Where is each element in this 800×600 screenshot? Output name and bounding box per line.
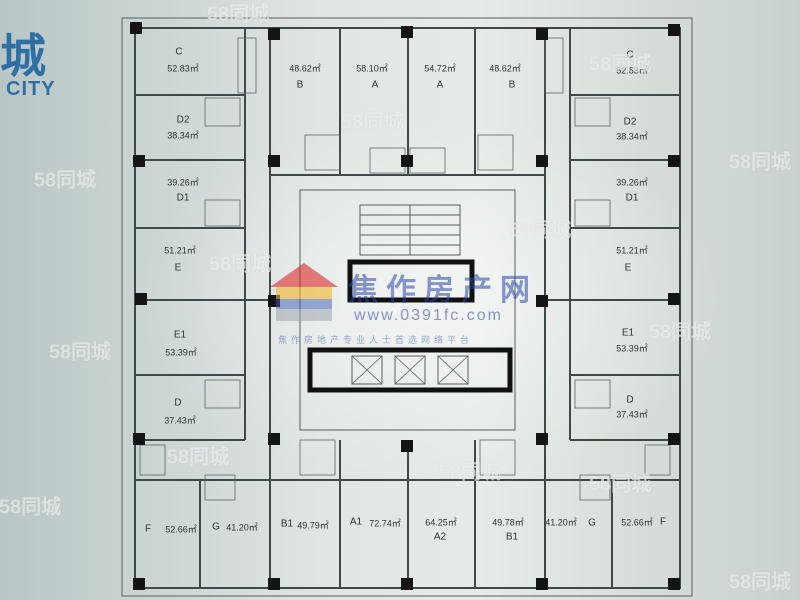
unit-area: 48.62㎡ — [289, 63, 321, 74]
watermark-58: 58同城 — [588, 53, 652, 76]
top-units-walls — [270, 28, 545, 176]
unit-letter: D2 — [623, 116, 637, 128]
core-top — [347, 259, 475, 303]
unit-area: 54.72㎡ — [424, 63, 456, 74]
logo-slogan: 焦作房地产专业人士首选网络平台 — [278, 335, 474, 345]
unit-letter: B — [296, 79, 304, 91]
unit-area: 41.20㎡ — [226, 522, 258, 533]
watermark-58: 58同城 — [508, 219, 572, 242]
watermark-58: 58同城 — [728, 151, 792, 174]
outer-frame — [121, 17, 693, 597]
unit-area: 53.39㎡ — [165, 347, 197, 358]
unit-letter: B1 — [280, 518, 294, 530]
unit-area: 49.79㎡ — [297, 520, 329, 531]
unit-letter: C — [175, 46, 183, 58]
logo-name: 焦作房产网 — [348, 274, 538, 307]
unit-letter: F — [144, 523, 152, 535]
unit-area: 38.34㎡ — [167, 130, 199, 141]
unit-area: 58.10㎡ — [356, 63, 388, 74]
left-units-walls — [135, 28, 271, 441]
unit-area: 39.26㎡ — [616, 177, 648, 188]
unit-letter: A2 — [433, 531, 447, 543]
unit-letter: E — [624, 262, 632, 274]
watermark-58: 58同城 — [0, 496, 62, 519]
unit-area: 37.43㎡ — [164, 415, 196, 426]
brand-city: CITY — [6, 78, 56, 100]
unit-letter: A — [371, 79, 379, 91]
logo-site: www.0391fc.com — [354, 307, 503, 324]
unit-letter: D2 — [176, 114, 190, 126]
unit-area: 39.26㎡ — [167, 177, 199, 188]
unit-letter: E — [174, 262, 182, 274]
watermark-58: 58同城 — [48, 341, 112, 364]
unit-area: 51.21㎡ — [616, 245, 648, 256]
watermark-58: 58同城 — [728, 571, 792, 594]
watermark-58: 58同城 — [340, 111, 404, 134]
watermark-58: 58同城 — [33, 169, 97, 192]
stairwell — [359, 204, 461, 256]
unit-letter: A — [436, 79, 444, 91]
unit-letter: D — [626, 394, 634, 406]
unit-area: 48.62㎡ — [489, 63, 521, 74]
unit-letter: G — [212, 521, 220, 533]
right-units-walls — [544, 28, 680, 441]
unit-letter: D1 — [625, 192, 639, 204]
unit-area: 53.39㎡ — [616, 343, 648, 354]
watermark-58: 58同城 — [438, 461, 502, 484]
unit-letter: B — [508, 79, 516, 91]
structural-columns — [130, 22, 680, 590]
unit-letter: F — [659, 516, 667, 528]
unit-letter: E1 — [173, 329, 187, 341]
unit-letter: D1 — [176, 192, 190, 204]
unit-area: 52.83㎡ — [167, 63, 199, 74]
core-elevators — [307, 347, 513, 393]
unit-letter: G — [588, 517, 596, 529]
unit-area: 52.66㎡ — [621, 517, 653, 528]
unit-area: 37.43㎡ — [616, 409, 648, 420]
watermark-58: 58同城 — [166, 446, 230, 469]
unit-letter: C — [626, 49, 634, 61]
watermark-58: 58同城 — [208, 253, 272, 276]
unit-letter: E1 — [621, 327, 635, 339]
unit-area: 72.74㎡ — [369, 518, 401, 529]
elevator-shafts — [351, 355, 469, 385]
unit-area: 38.34㎡ — [616, 131, 648, 142]
unit-letter: D — [174, 397, 182, 409]
unit-area: 41.20㎡ — [545, 517, 577, 528]
unit-area: 49.78㎡ — [492, 517, 524, 528]
bottom-units-walls — [135, 440, 680, 588]
unit-area: 52.83㎡ — [616, 65, 648, 76]
unit-area: 52.66㎡ — [165, 524, 197, 535]
watermark-58: 58同城 — [588, 473, 652, 496]
unit-letter: B1 — [505, 531, 519, 543]
unit-letter: A1 — [349, 516, 363, 528]
site-logo: 焦作房产网 www.0391fc.com 焦作房地产专业人士首选网络平台 — [268, 255, 538, 355]
brand-char: 城 — [0, 30, 46, 82]
brand-fragment: 城 CITY — [0, 20, 60, 100]
house-logo-icon — [270, 263, 338, 321]
watermark-58: 58同城 — [206, 3, 270, 26]
unit-area: 64.25㎡ — [425, 517, 457, 528]
unit-area: 51.21㎡ — [164, 245, 196, 256]
bathroom-fixtures — [139, 37, 671, 501]
watermark-58: 58同城 — [648, 321, 712, 344]
